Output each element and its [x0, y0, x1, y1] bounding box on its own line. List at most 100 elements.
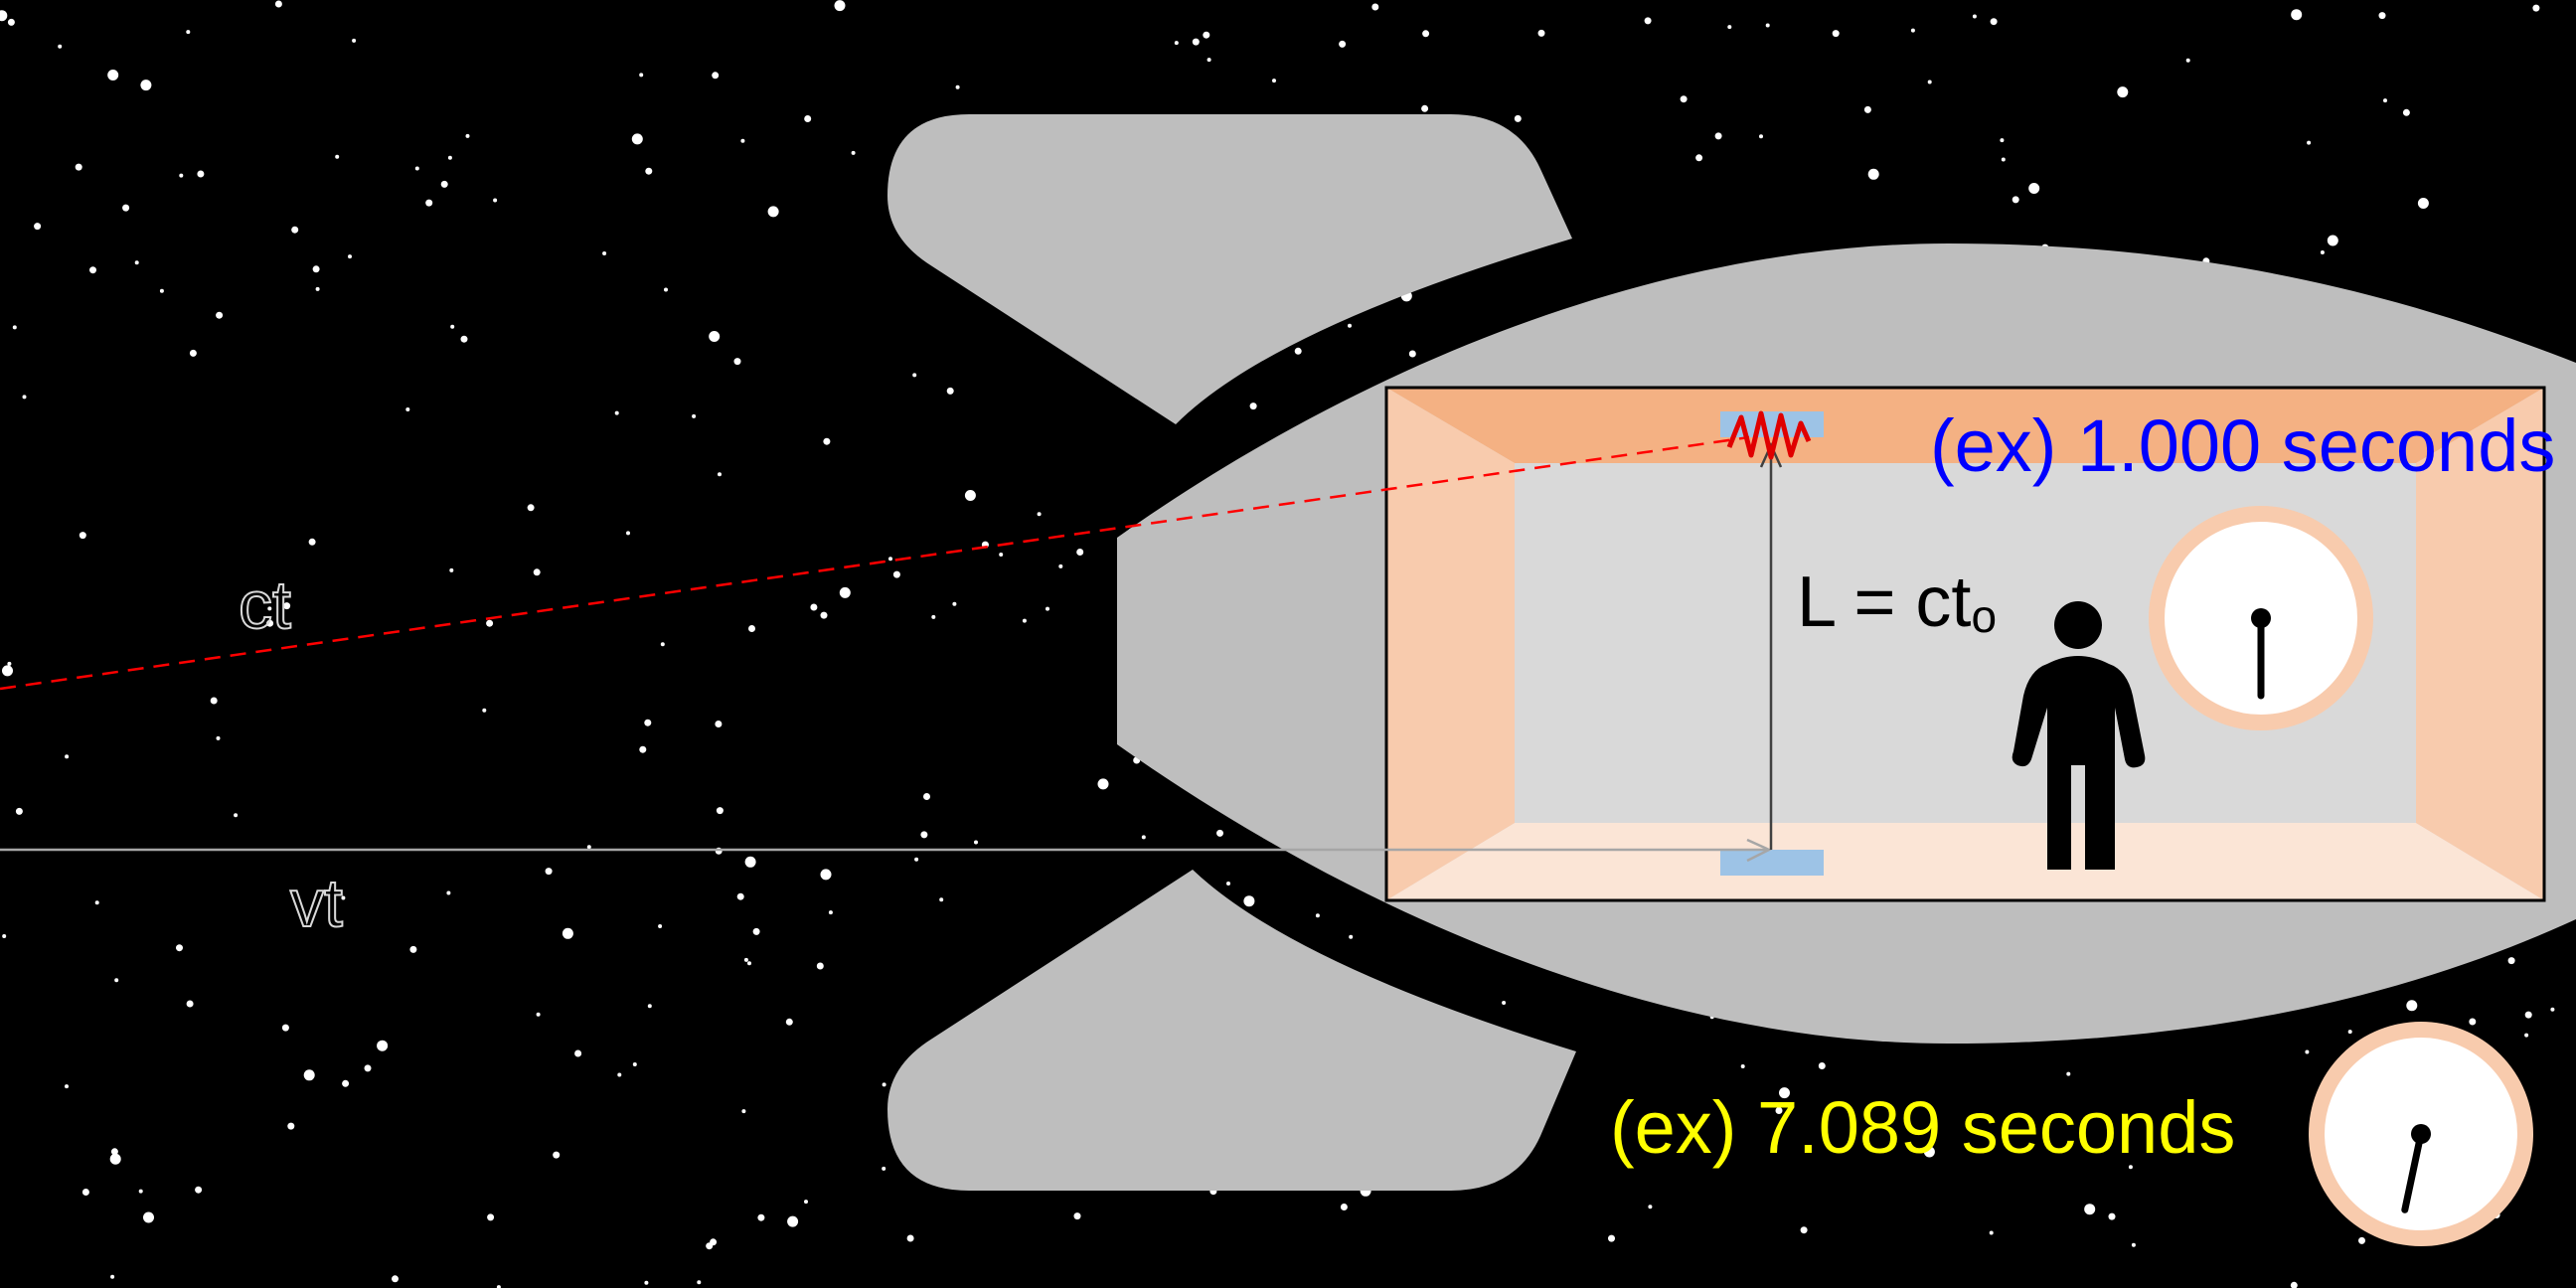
star — [706, 1242, 714, 1250]
star — [626, 531, 630, 536]
cabin-left-wall — [1386, 388, 1515, 900]
person-silhouette-icon — [2012, 601, 2146, 870]
star — [425, 199, 433, 207]
star — [1408, 350, 1416, 358]
star — [2469, 1018, 2477, 1026]
star — [664, 287, 668, 292]
star — [744, 856, 756, 868]
star — [1695, 154, 1703, 162]
star — [939, 897, 944, 902]
star — [839, 586, 851, 598]
star — [409, 945, 417, 953]
star — [122, 204, 130, 212]
star — [2347, 1030, 2352, 1035]
cabin-height-label: L = cto — [1797, 563, 1997, 642]
star — [785, 1018, 793, 1026]
star — [631, 133, 643, 145]
star — [1422, 30, 1430, 38]
star — [1226, 882, 1230, 886]
star — [2320, 250, 2325, 254]
star — [2305, 1049, 2310, 1054]
star — [2084, 1204, 2096, 1215]
star — [882, 1082, 886, 1087]
star — [2406, 1000, 2418, 1012]
star — [692, 413, 697, 418]
star — [1927, 80, 1932, 84]
star — [1315, 913, 1320, 918]
star — [1740, 1064, 1745, 1068]
star — [952, 601, 957, 606]
star — [186, 1000, 194, 1008]
star — [1832, 30, 1840, 38]
star — [312, 265, 320, 273]
star — [1371, 3, 1379, 11]
star — [2291, 9, 2303, 21]
star — [709, 331, 721, 342]
star — [787, 1215, 799, 1227]
star — [440, 180, 448, 188]
star — [748, 625, 755, 632]
star — [210, 697, 218, 705]
star — [94, 900, 99, 905]
star — [715, 721, 723, 727]
star — [1340, 1204, 1348, 1210]
star — [1990, 18, 1998, 26]
star — [1779, 1087, 1790, 1099]
star — [109, 1153, 121, 1165]
bottom-mirror — [1720, 850, 1824, 876]
star — [740, 138, 745, 143]
star — [820, 869, 832, 881]
star — [602, 251, 607, 255]
star — [1272, 79, 1276, 83]
cabin-floor — [1386, 823, 2544, 900]
star — [553, 1151, 561, 1159]
ship-clock-time-label: (ex) 1.000 seconds — [1930, 404, 2555, 487]
star — [2108, 1212, 2116, 1220]
star — [1863, 105, 1871, 113]
star — [741, 1109, 746, 1114]
star — [303, 1069, 315, 1081]
star — [1989, 1230, 1994, 1235]
star — [2532, 4, 2540, 12]
star — [89, 266, 96, 274]
star — [15, 807, 23, 815]
star — [536, 1012, 541, 1017]
observer-clock-pivot — [2411, 1124, 2431, 1144]
star — [1800, 1226, 1808, 1234]
lower-fin — [887, 870, 1576, 1191]
star — [999, 553, 1004, 557]
star — [2012, 196, 2019, 204]
star — [449, 567, 454, 572]
star — [281, 1024, 289, 1032]
star — [1141, 835, 1146, 840]
star — [2524, 1033, 2529, 1038]
star — [1765, 23, 1770, 28]
star — [1759, 134, 1763, 139]
light-ray-path — [0, 435, 1750, 691]
star — [482, 708, 487, 713]
star — [2402, 108, 2410, 116]
star — [2185, 58, 2190, 63]
star — [266, 619, 274, 627]
star — [912, 373, 917, 378]
star — [179, 173, 184, 178]
star — [804, 115, 812, 122]
star — [58, 44, 63, 49]
star — [882, 1166, 886, 1171]
star — [823, 437, 831, 445]
star — [0, 10, 8, 22]
star — [377, 1040, 389, 1051]
star — [743, 957, 748, 962]
star — [647, 1004, 652, 1009]
star — [574, 1049, 582, 1057]
star — [660, 642, 665, 647]
star — [134, 260, 139, 265]
star — [718, 472, 722, 477]
star — [34, 223, 42, 231]
star — [2131, 1242, 2136, 1247]
star — [697, 1280, 702, 1285]
photon-wave-icon — [1726, 410, 1812, 460]
star — [2028, 183, 2040, 194]
light-path-label: ct — [239, 567, 291, 643]
star — [747, 961, 751, 966]
